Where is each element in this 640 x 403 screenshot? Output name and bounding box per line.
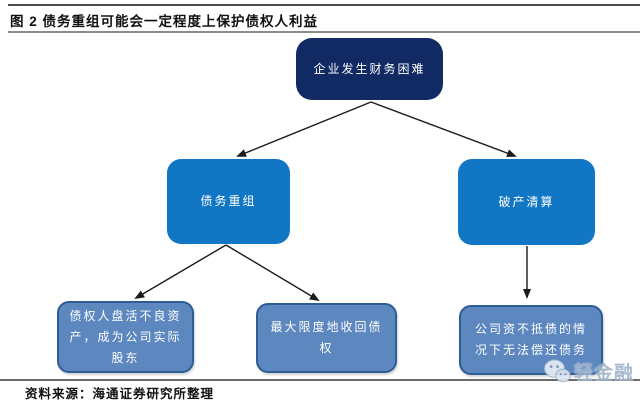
brand-name: 轻金融	[574, 362, 635, 384]
flow-node-label: 债权人盘活不良资产，成为公司实际股东	[69, 308, 182, 365]
source-note: 资料来源：海通证券研究所整理	[25, 387, 215, 401]
flow-node-label: 企业发生财务困难	[313, 61, 426, 76]
flowchart: 企业发生财务困难 债务重组 破产清算 债权人盘活不良资产，成为公司实际股东 最大…	[0, 34, 640, 378]
flow-node-label: 最大限度地收回债权	[270, 320, 383, 355]
flow-node-label: 债务重组	[200, 194, 257, 208]
top-divider	[8, 4, 640, 6]
brand-watermark: 轻金融	[543, 357, 634, 385]
wechat-icon	[544, 359, 571, 383]
flow-node-debt-restructuring: 债务重组	[167, 159, 290, 244]
figure-title: 图 2 债务重组可能会一定程度上保护债权人利益	[10, 14, 319, 29]
flow-node-label: 公司资不抵债的情况下无法偿还债务	[474, 322, 587, 357]
flow-node-maximize-recovery: 最大限度地收回债权	[256, 303, 397, 373]
connector-arrows	[134, 101, 531, 302]
title-divider	[8, 31, 640, 33]
flow-node-financial-distress: 企业发生财务困难	[296, 38, 443, 100]
footer-divider	[0, 379, 640, 381]
flow-node-label: 破产清算	[498, 194, 555, 209]
flow-node-creditor-shareholder: 债权人盘活不良资产，成为公司实际股东	[57, 301, 194, 373]
flow-node-insolvency-default: 公司资不抵债的情况下无法偿还债务	[459, 305, 603, 375]
flow-node-bankruptcy-liquidation: 破产清算	[458, 159, 595, 245]
